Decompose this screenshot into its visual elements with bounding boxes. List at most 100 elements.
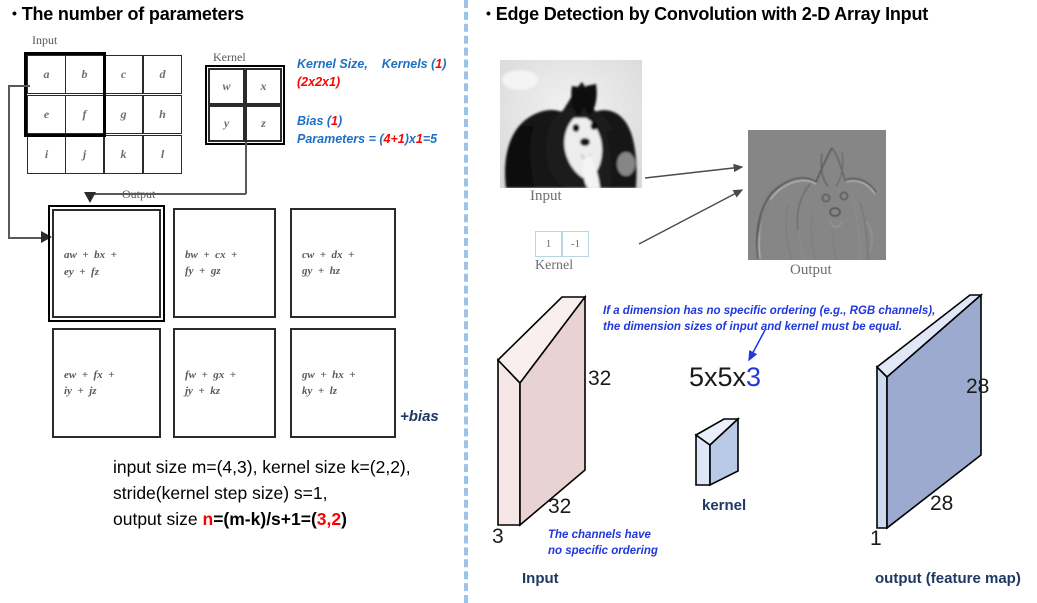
ordering-note: If a dimension has no specific ordering … [603, 303, 935, 336]
output-tensor-3d [875, 293, 984, 530]
anno-params-sum: 4+1 [383, 132, 405, 146]
formula-line-1: input size m=(4,3), kernel size k=(2,2), [113, 455, 411, 481]
output-box-3-line2: gy + hz [302, 265, 341, 277]
input-cell-h: h [143, 95, 182, 134]
annotation-kernel-size-line: Kernel Size, Kernels (1) [297, 55, 446, 73]
input-cell-f: f [65, 95, 104, 134]
panel-divider [464, 0, 468, 603]
anno-params-mult: 1 [415, 132, 423, 146]
anno-bias-close: ) [338, 114, 343, 128]
output-box-4-line1: ew + fx + [64, 368, 115, 381]
connector-line [90, 193, 246, 195]
output-dim-depth: 1 [870, 527, 882, 550]
input-channel-note-line1: The channels have [548, 529, 651, 541]
annotation-bias-line: Bias (1) [297, 112, 342, 130]
edge-kernel-cell-1: 1 [535, 231, 562, 257]
output-edge-image [748, 130, 886, 260]
formula-line-1-text: input size m=(4,3), kernel size k=(2,2), [113, 457, 411, 477]
input-cell-g: g [104, 95, 143, 134]
kernel-cell-x: x [245, 68, 282, 105]
input-cell-d: d [143, 55, 182, 94]
formula-n-symbol: n [202, 508, 214, 529]
output-dim-height: 28 [966, 375, 990, 398]
formula-line-2: stride(kernel step size) s=1, [113, 481, 411, 507]
formula-block: input size m=(4,3), kernel size k=(2,2),… [113, 455, 411, 533]
anno-bias-label: Bias ( [297, 114, 332, 128]
bias-note: +bias [400, 408, 439, 425]
annotation-parameters-line: Parameters = (4+1)x1=5 [297, 130, 437, 148]
right-panel-heading: •Edge Detection by Convolution with 2-D … [486, 4, 928, 25]
input-photo [500, 60, 642, 188]
formula-line-3-post: ) [341, 508, 347, 529]
output-box-2: bw + cx + fy + gz [173, 208, 276, 318]
formula-line-3-prefix: output size [113, 508, 203, 529]
output-box-active-frame [48, 205, 165, 322]
formula-line-3: output size n=(m-k)/s+1=(3,2) [113, 507, 411, 533]
output-box-5-line2: jy + kz [185, 385, 220, 397]
input-dim-width: 32 [548, 495, 572, 518]
output-edge-caption: Output [790, 262, 832, 278]
kernel-dim-prefix: 5x5x [689, 362, 747, 392]
input-cell-c: c [104, 55, 143, 94]
kernel-tensor-3d [694, 417, 741, 487]
output-box-1-line1: aw + bx + [64, 249, 117, 261]
edge-kernel-cell-2: -1 [562, 231, 589, 257]
connector-line [8, 237, 44, 239]
output-box-5-line1: fw + gx + [185, 368, 237, 381]
bullet-icon: • [12, 5, 17, 21]
edge-demo-arrows [638, 163, 744, 245]
anno-kernels-close: ) [442, 57, 447, 71]
input-cell-j: j [65, 135, 104, 174]
output-box-4: ew + fx + iy + jz [52, 328, 161, 438]
kernel-grid-label: Kernel [213, 50, 246, 64]
input-photo-caption: Input [530, 188, 562, 204]
ordering-note-arrow-icon [748, 329, 766, 362]
output-box-5: fw + gx + jy + kz [173, 328, 276, 438]
anno-bias-count: 1 [331, 114, 338, 128]
anno-kernel-size-label: Kernel Size, [297, 57, 368, 71]
input-cell-i: i [27, 135, 66, 174]
anno-kernels-count: 1 [435, 57, 443, 71]
anno-params-result: =5 [422, 132, 438, 146]
left-heading-text: The number of parameters [21, 4, 244, 24]
input-tensor-label: Input [522, 570, 559, 587]
output-box-2-line2: fy + gz [185, 265, 221, 277]
connector-line [8, 85, 30, 87]
input-channel-note-line2: no specific ordering [548, 545, 658, 558]
output-grid-label: Output [122, 187, 155, 202]
output-box-1-line2: ey + fz [64, 265, 99, 278]
anno-kernels-label: Kernels ( [381, 57, 436, 71]
ordering-note-line1: If a dimension has no specific ordering … [603, 305, 936, 317]
input-cell-k: k [104, 135, 143, 174]
input-dim-height: 32 [588, 367, 612, 390]
output-box-4-line2: iy + jz [64, 385, 97, 397]
input-channel-note: The channels have no specific ordering [548, 527, 658, 560]
output-box-6: gw + hx + ky + lz [290, 328, 396, 438]
left-panel-heading: •The number of parameters [12, 4, 244, 25]
connector-line [245, 142, 247, 194]
kernel-cell-y: y [208, 105, 245, 142]
input-dim-depth: 3 [492, 525, 504, 548]
anno-params-mid: )x [404, 132, 416, 146]
kernel-cell-z: z [245, 105, 282, 142]
arrow-right-icon [41, 231, 52, 243]
formula-line-3-mid: =(m-k)/s+1=( [213, 508, 317, 529]
kernel-dimension-text: 5x5x3 [689, 362, 761, 393]
ordering-note-line2: the dimension sizes of input and kernel … [603, 321, 903, 334]
output-box-3-line1: cw + dx + [302, 248, 355, 261]
output-box-1: aw + bx + ey + fz [52, 209, 161, 318]
input-cell-a: a [27, 55, 66, 94]
anno-kernel-shape-close: ) [335, 75, 341, 89]
kernel-dim-channels: 3 [746, 362, 762, 392]
input-cell-l: l [143, 135, 182, 174]
input-grid-label: Input [32, 33, 58, 47]
right-heading-text: Edge Detection by Convolution with 2-D A… [495, 4, 929, 24]
anno-kernel-shape-open: ( [297, 75, 302, 89]
input-cell-b: b [65, 55, 104, 94]
input-cell-e: e [27, 95, 66, 134]
output-tensor-label: output (feature map) [875, 570, 1021, 587]
output-box-6-line2: ky + lz [302, 385, 337, 397]
anno-params-label: Parameters = ( [297, 132, 384, 146]
kernel-cell-w: w [208, 68, 245, 105]
